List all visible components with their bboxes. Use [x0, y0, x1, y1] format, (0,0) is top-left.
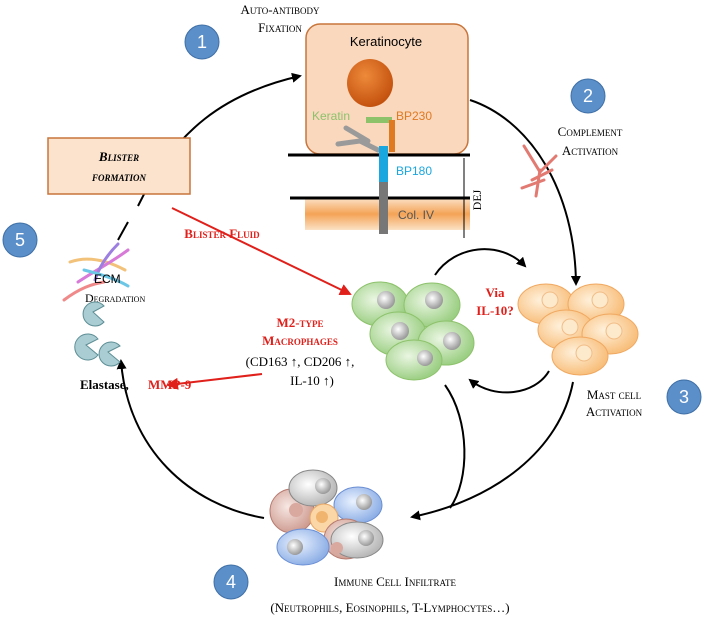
- macrophage-label-line2: Macrophages: [262, 333, 338, 348]
- cycle-arc-4-to-5: [116, 359, 265, 519]
- macrophage-label-line1: M2-type: [276, 315, 323, 330]
- bp180-label: BP180: [396, 164, 432, 178]
- ecm-degradation-label: Degradation: [85, 291, 145, 305]
- bp230-label: BP230: [396, 109, 432, 123]
- keratin-bar: [366, 117, 392, 123]
- step-2-title: Complement: [558, 124, 623, 139]
- immune-cell: [330, 521, 384, 559]
- step-4-subtitle: (Neutrophils, Eosinophils, T-Lymphocytes…: [270, 600, 509, 615]
- bp180-bar: [379, 146, 388, 182]
- step-5-badge: 5: [2, 222, 38, 258]
- cycle-arc-3-to-4: [410, 381, 574, 521]
- nucleus: [347, 59, 393, 107]
- bp230-bar: [389, 120, 395, 152]
- svg-text:2: 2: [583, 86, 593, 106]
- macrophage-cluster: [351, 281, 475, 381]
- macrophage-markers-line1: (CD163 ↑, CD206 ↑,: [246, 354, 355, 369]
- macrophage-cell: [385, 339, 443, 381]
- blister-fluid-label: Blister Fluid: [184, 226, 260, 241]
- macrophage-to-infiltrate-arrow: [444, 384, 466, 509]
- step-1-subtitle: Fixation: [258, 20, 302, 35]
- il10-label: IL-10?: [476, 303, 514, 318]
- mast-cell-cluster: [517, 283, 639, 376]
- svg-text:1: 1: [197, 32, 207, 52]
- macrophage-to-mmp9-arrow: [166, 373, 263, 390]
- cycle-arc-2-to-3: [469, 99, 581, 286]
- step-3-title: Mast cell: [587, 387, 641, 402]
- ecm-fibers-icon: [62, 242, 130, 302]
- mast-to-macrophage-arrow: [468, 370, 550, 394]
- step-3-subtitle: Activation: [586, 404, 643, 419]
- col4-bar: [379, 182, 388, 234]
- elastase-label: Elastase,: [80, 377, 129, 392]
- step-3-badge: 3: [666, 379, 702, 415]
- step-4-badge: 4: [213, 564, 249, 600]
- keratin-label: Keratin: [312, 109, 350, 123]
- svg-text:5: 5: [15, 230, 25, 250]
- svg-text:4: 4: [226, 572, 236, 592]
- antibody-icon: [335, 125, 381, 153]
- step-4-title: Immune Cell Infiltrate: [334, 574, 456, 589]
- macrophage-markers-line2: IL-10 ↑): [290, 373, 334, 388]
- blister-fluid-arrow: [171, 207, 352, 296]
- col4-label: Col. IV: [398, 208, 434, 222]
- cycle-arc-5-left: [117, 221, 129, 241]
- dej-label: DEJ: [470, 189, 484, 210]
- via-il10-arrow: [434, 248, 527, 276]
- blister-formation-box: Blister formation: [47, 137, 191, 195]
- step-1-title: Auto-antibody: [240, 2, 320, 17]
- svg-text:3: 3: [679, 387, 689, 407]
- keratinocyte-label: Keratinocyte: [350, 34, 422, 49]
- elastase-enzymes-icon: [74, 301, 121, 367]
- blister-formation-line1: Blister: [98, 149, 139, 164]
- mmp9-label: MMP-9: [148, 377, 192, 392]
- step-2-badge: 2: [570, 78, 606, 114]
- step-1-badge: 1: [184, 24, 220, 60]
- immune-cell-cluster: [269, 469, 384, 566]
- via-label: Via: [485, 285, 505, 300]
- blister-formation-line2: formation: [91, 169, 147, 184]
- complement-icon: [520, 144, 558, 198]
- ecm-label: ECM: [94, 272, 121, 286]
- step-2-subtitle: Activation: [562, 143, 619, 158]
- keratinocyte-cell: Keratinocyte Keratin BP230: [305, 23, 469, 155]
